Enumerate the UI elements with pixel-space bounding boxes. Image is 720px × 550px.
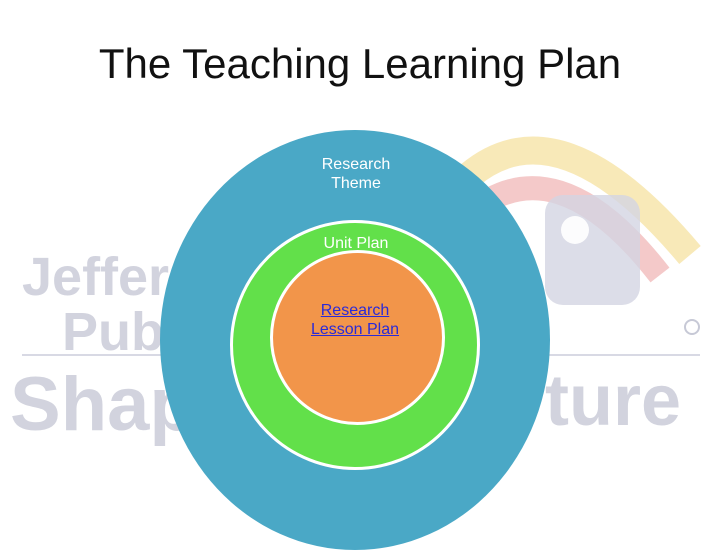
watermark-figure xyxy=(545,195,640,305)
watermark-line-2: Publ xyxy=(62,302,179,362)
watermark-figure-head xyxy=(561,216,589,244)
inner-circle-lesson-plan xyxy=(270,250,445,425)
watermark-registered-mark xyxy=(684,319,700,335)
lesson-plan-link[interactable]: Research Lesson Plan xyxy=(310,302,400,338)
outer-circle-label: Research Theme xyxy=(321,156,391,192)
watermark-arc-yellow xyxy=(461,136,701,264)
middle-circle-label: Unit Plan xyxy=(323,235,389,252)
slide-title: The Teaching Learning Plan xyxy=(98,40,622,87)
watermark-line-4: ture xyxy=(545,361,681,441)
